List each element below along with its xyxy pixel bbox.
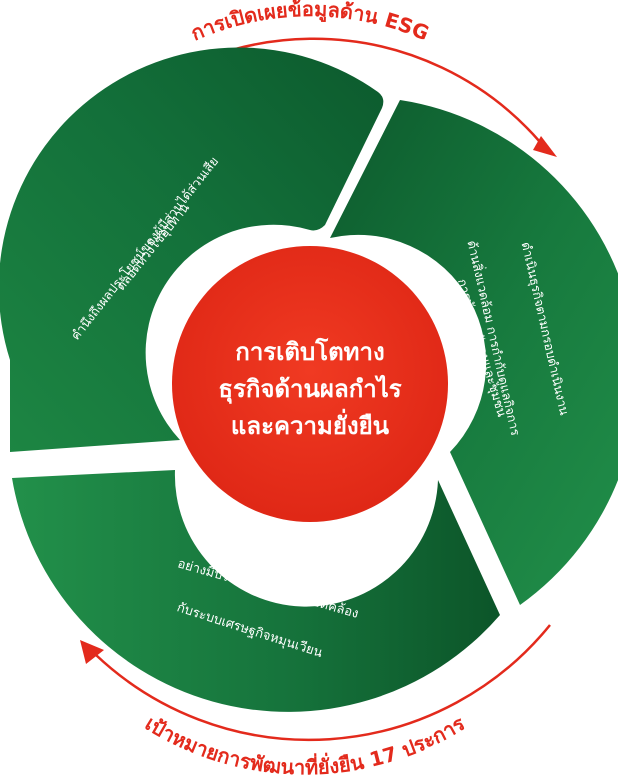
segment-bottom-shape xyxy=(12,470,500,712)
segment-right-shape xyxy=(330,100,618,605)
center-line-3: และความยั่งยืน xyxy=(231,408,390,440)
segment-left-shape xyxy=(0,47,384,452)
bottom-caption: เป้าหมายการพัฒนาที่ยั่งยืน 17 ประการ xyxy=(141,711,469,779)
bottom-arrow-arc xyxy=(95,624,551,742)
center-line-2: ธุรกิจด้านผลกำไร xyxy=(218,374,401,405)
top-arrow-head xyxy=(533,136,557,157)
bottom-arrow-head xyxy=(80,640,104,664)
center-line-1: การเติบโตทาง xyxy=(235,337,384,366)
center-circle xyxy=(172,246,448,522)
